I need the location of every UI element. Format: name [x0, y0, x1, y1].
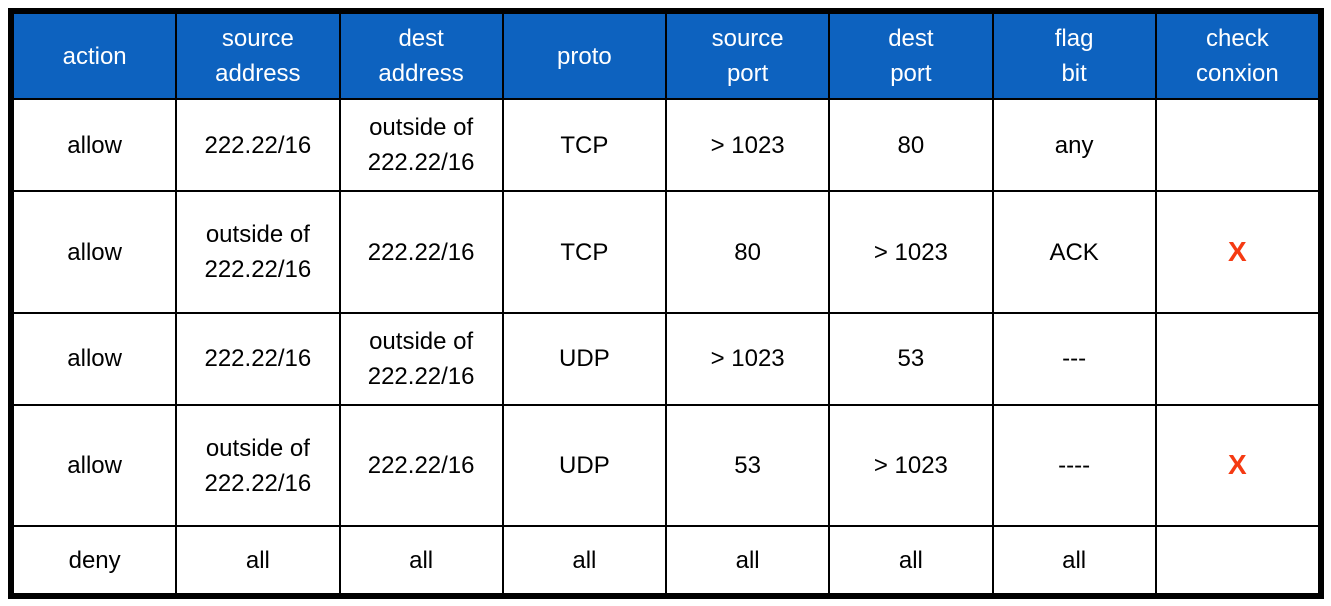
cell-source-port: 53 — [664, 404, 831, 528]
cell-source-address: all — [175, 525, 341, 595]
cell-source-address: outside of 222.22/16 — [175, 404, 341, 528]
cell-flag-bit: ---- — [991, 404, 1157, 528]
cell-action: allow — [11, 404, 178, 528]
cell-dest-port: 53 — [828, 311, 994, 407]
cell-source-port: > 1023 — [664, 311, 831, 407]
cell-source-address: 222.22/16 — [175, 97, 341, 193]
cell-dest-address: 222.22/16 — [338, 190, 504, 314]
firewall-rules-table-frame: action source address dest address proto… — [8, 8, 1324, 599]
cell-dest-address: 222.22/16 — [338, 404, 504, 528]
check-x-mark: X — [1228, 235, 1247, 267]
check-x-mark: X — [1228, 449, 1247, 481]
cell-check — [1154, 97, 1321, 193]
table-row: allow outside of 222.22/16 222.22/16 UDP… — [11, 404, 1321, 528]
cell-proto: UDP — [501, 404, 668, 528]
header-dest-port: dest port — [828, 12, 994, 100]
cell-flag-bit: all — [991, 525, 1157, 595]
cell-check: X — [1154, 190, 1321, 314]
cell-dest-address: all — [338, 525, 504, 595]
table-row: deny all all all all all all — [11, 525, 1321, 595]
header-check-conxion: check conxion — [1154, 12, 1321, 100]
cell-proto: TCP — [501, 97, 668, 193]
table-row: allow 222.22/16 outside of 222.22/16 UDP… — [11, 311, 1321, 407]
cell-dest-address: outside of 222.22/16 — [338, 97, 504, 193]
cell-check: X — [1154, 404, 1321, 528]
cell-dest-port: all — [828, 525, 994, 595]
header-flag-bit: flag bit — [991, 12, 1157, 100]
cell-dest-port: 80 — [828, 97, 994, 193]
cell-source-address: outside of 222.22/16 — [175, 190, 341, 314]
table-row: allow outside of 222.22/16 222.22/16 TCP… — [11, 190, 1321, 314]
cell-dest-address: outside of 222.22/16 — [338, 311, 504, 407]
cell-flag-bit: ACK — [991, 190, 1157, 314]
cell-source-address: 222.22/16 — [175, 311, 341, 407]
cell-action: deny — [11, 525, 178, 595]
cell-proto: all — [501, 525, 668, 595]
cell-flag-bit: --- — [991, 311, 1157, 407]
cell-source-port: all — [664, 525, 831, 595]
cell-action: allow — [11, 97, 178, 193]
header-dest-address: dest address — [338, 12, 504, 100]
cell-action: allow — [11, 311, 178, 407]
cell-dest-port: > 1023 — [828, 190, 994, 314]
cell-source-port: 80 — [664, 190, 831, 314]
header-source-address: source address — [175, 12, 341, 100]
header-proto: proto — [501, 12, 668, 100]
table-row: allow 222.22/16 outside of 222.22/16 TCP… — [11, 97, 1321, 193]
table-header-row: action source address dest address proto… — [11, 12, 1321, 100]
header-source-port: source port — [664, 12, 831, 100]
cell-check — [1154, 525, 1321, 595]
header-action: action — [11, 12, 178, 100]
firewall-rules-table: action source address dest address proto… — [11, 12, 1321, 595]
cell-proto: UDP — [501, 311, 668, 407]
cell-dest-port: > 1023 — [828, 404, 994, 528]
cell-source-port: > 1023 — [664, 97, 831, 193]
cell-action: allow — [11, 190, 178, 314]
cell-proto: TCP — [501, 190, 668, 314]
cell-check — [1154, 311, 1321, 407]
cell-flag-bit: any — [991, 97, 1157, 193]
